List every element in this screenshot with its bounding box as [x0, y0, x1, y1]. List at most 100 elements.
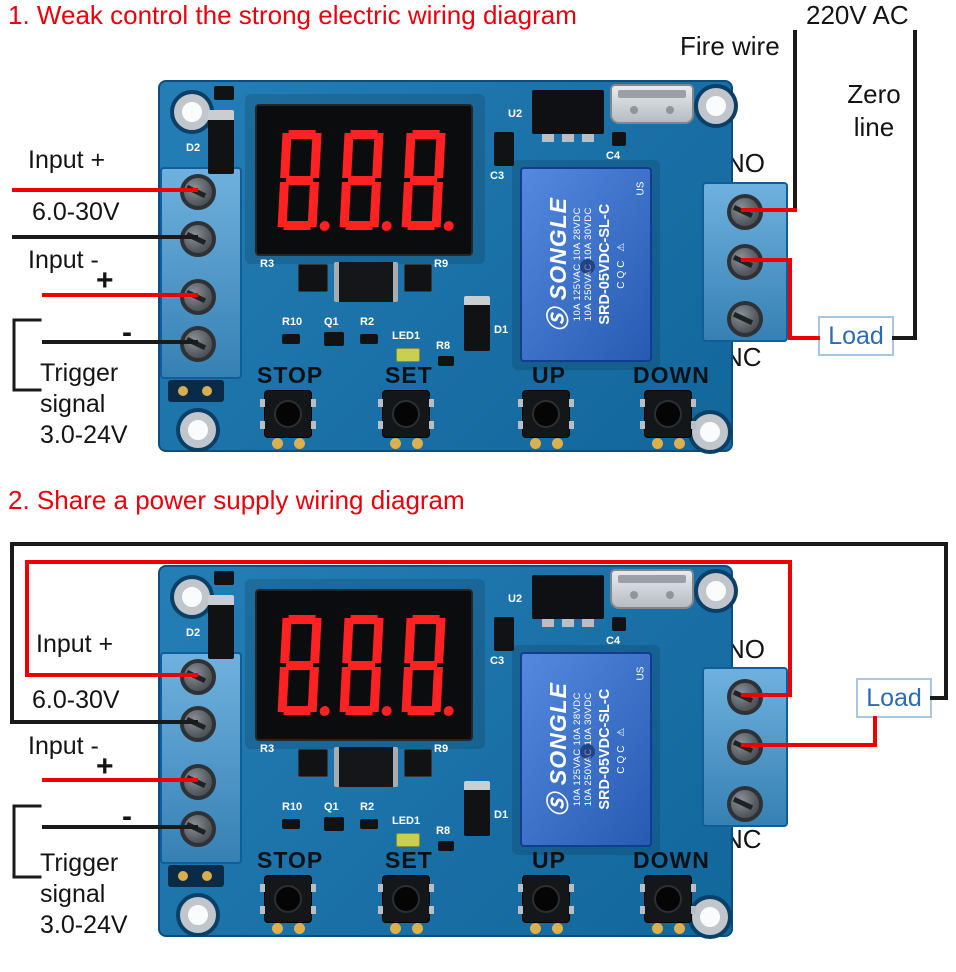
load-label: Load — [866, 683, 922, 712]
silkscreen-r8: R8 — [436, 825, 451, 837]
silkscreen-r10: R10 — [282, 316, 303, 328]
tact-button-stop — [260, 390, 312, 438]
micro-usb-port — [610, 569, 694, 609]
silkscreen-q1: Q1 — [324, 801, 339, 813]
screw-input-minus — [180, 221, 216, 257]
resistor-network — [404, 749, 432, 777]
tact-button-down — [640, 875, 692, 923]
silkscreen-c3: C3 — [490, 170, 505, 182]
relay-cert-marks: CQC ⚠ — [615, 725, 627, 774]
trigger-word-1: Trigger — [40, 849, 119, 877]
silkscreen-r2: R2 — [360, 801, 375, 813]
silkscreen-d1: D1 — [494, 324, 509, 336]
voltage-regulator-chip — [532, 90, 604, 142]
optocoupler-ic — [334, 747, 398, 787]
zero-line-word-2: line — [853, 112, 895, 142]
button-label-set: SET — [385, 847, 433, 873]
smd-component — [214, 571, 234, 585]
button-label-down: DOWN — [633, 847, 710, 873]
tact-button-stop — [260, 875, 312, 923]
screw-nc — [727, 301, 763, 337]
mounting-hole-icon — [692, 899, 728, 935]
timer-relay-module-board: 888 Ⓢ SONGLE 10A 125VAC 10A 28VDC — [158, 80, 788, 452]
smd-resistor — [282, 819, 300, 829]
relay-label: Ⓢ SONGLE 10A 125VAC 10A 28VDC 10A 250VAC… — [545, 655, 627, 845]
input-plus-label: Input + — [28, 146, 106, 174]
smd-component — [214, 86, 234, 100]
section-2-heading: 2. Share a power supply wiring diagram — [8, 485, 465, 515]
button-label-up: UP — [532, 847, 566, 873]
trigger-minus-label: - — [122, 800, 132, 833]
screw-no — [727, 679, 763, 715]
silkscreen-c3: C3 — [490, 655, 505, 667]
mounting-hole-icon — [180, 897, 216, 933]
input-range-label: 6.0-30V — [32, 686, 120, 714]
mounting-hole-icon — [180, 412, 216, 448]
diode-d1 — [464, 296, 490, 351]
relay-brand-text: SONGLE — [544, 682, 571, 786]
mounting-hole-icon — [692, 414, 728, 450]
zero-line-word-1: Zero — [847, 79, 901, 109]
relay: Ⓢ SONGLE 10A 125VAC 10A 28VDC 10A 250VAC… — [520, 167, 652, 362]
silkscreen-q1: Q1 — [324, 316, 339, 328]
relay-brand: Ⓢ SONGLE — [545, 170, 572, 360]
capacitor-c4 — [612, 617, 626, 631]
silkscreen-r3: R3 — [260, 743, 275, 755]
relay-model: SRD-05VDC-SL-C — [596, 689, 613, 810]
smd-resistor — [438, 841, 454, 851]
trigger-plus-label: + — [96, 750, 114, 783]
relay-rating-2: 10A 250VAC 10A 30VDC — [583, 207, 595, 322]
input-range-label: 6.0-30V — [32, 198, 120, 226]
input-plus-label: Input + — [36, 630, 114, 658]
button-label-down: DOWN — [633, 362, 710, 388]
diode-d1 — [464, 781, 490, 836]
silkscreen-u2: U2 — [508, 108, 523, 120]
screw-input-minus — [180, 706, 216, 742]
relay-cert-marks: CQC ⚠ — [615, 240, 627, 289]
relay: Ⓢ SONGLE 10A 125VAC 10A 28VDC 10A 250VAC… — [520, 652, 652, 847]
tact-button-up — [518, 875, 570, 923]
seven-segment-display: 888 — [255, 104, 473, 256]
relay-brand-text: SONGLE — [544, 197, 571, 301]
trigger-signal-label: Trigger signal 3.0-24V — [40, 358, 128, 451]
smd-resistor — [360, 819, 378, 829]
relay-model: SRD-05VDC-SL-C — [596, 204, 613, 325]
mounting-hole-icon — [698, 573, 734, 609]
silkscreen-led1: LED1 — [392, 330, 421, 342]
screw-trigger-minus — [180, 811, 216, 847]
led-indicator — [396, 833, 420, 847]
mounting-hole-icon — [174, 579, 210, 615]
micro-usb-port — [610, 84, 694, 124]
button-label-stop: STOP — [257, 847, 324, 873]
silkscreen-r9: R9 — [434, 743, 449, 755]
led-indicator — [396, 348, 420, 362]
screw-com — [727, 729, 763, 765]
silkscreen-r9: R9 — [434, 258, 449, 270]
ul-mark: US — [635, 181, 647, 196]
voltage-regulator-chip — [532, 575, 604, 627]
trigger-word-3: 3.0-24V — [40, 421, 128, 449]
smd-resistor — [282, 334, 300, 344]
button-cap — [392, 400, 420, 428]
trigger-minus-label: - — [122, 316, 132, 349]
button-cap — [532, 885, 560, 913]
input-minus-label: Input - — [28, 246, 99, 274]
relay-brand: Ⓢ SONGLE — [545, 655, 572, 845]
timer-relay-module-board: 888 Ⓢ SONGLE 10A 125VAC 10A 28VDC — [158, 565, 788, 937]
screw-nc — [727, 786, 763, 822]
input-minus-label: Input - — [28, 732, 99, 760]
capacitor-c3 — [494, 132, 514, 166]
trigger-source-bracket — [12, 804, 42, 879]
button-cap — [274, 400, 302, 428]
board-section-2: 888 Ⓢ SONGLE 10A 125VAC 10A 28VDC — [158, 565, 788, 937]
trigger-word-1: Trigger — [40, 359, 119, 387]
supply-label: 220V AC — [806, 0, 909, 30]
button-label-up: UP — [532, 362, 566, 388]
diode-d2 — [208, 110, 234, 174]
silkscreen-c4: C4 — [606, 150, 621, 162]
load-box: Load — [856, 678, 932, 718]
trigger-word-3: 3.0-24V — [40, 911, 128, 939]
screw-trigger-minus — [180, 326, 216, 362]
button-label-stop: STOP — [257, 362, 324, 388]
trigger-plus-label: + — [96, 264, 114, 297]
